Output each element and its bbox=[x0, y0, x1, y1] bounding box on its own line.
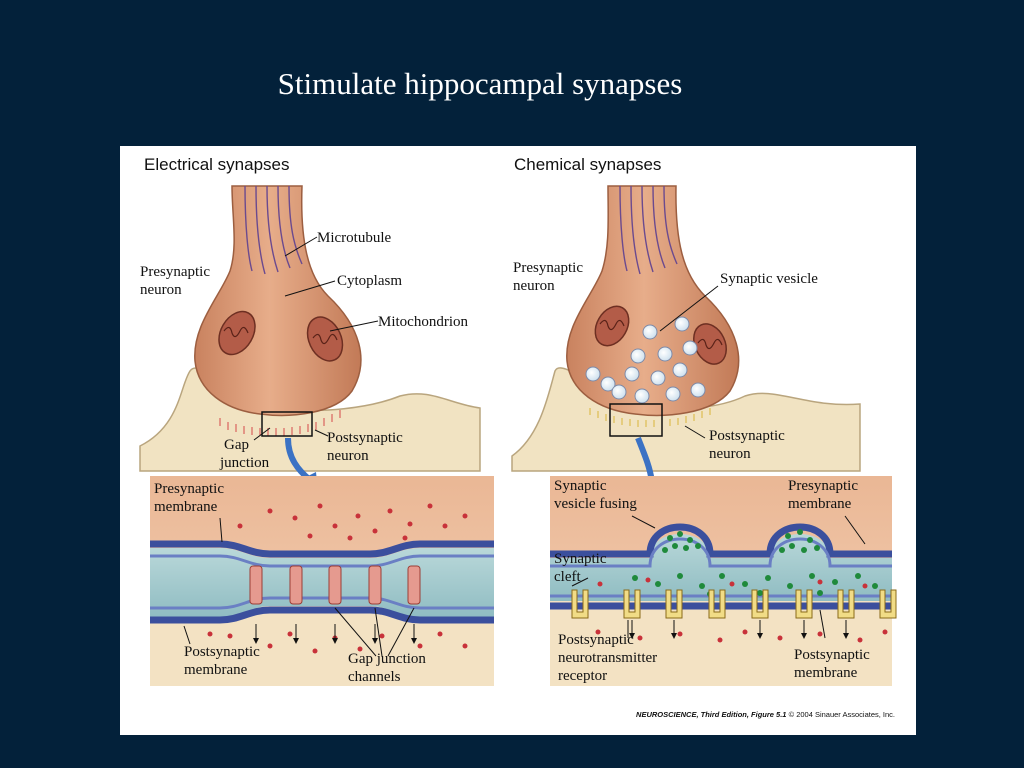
microtubule bbox=[244, 185, 303, 275]
label-postsynaptic-membrane: Postsynaptic bbox=[184, 644, 260, 660]
label-postsynaptic-neuron: neuron bbox=[327, 448, 369, 464]
slide-title: Stimulate hippocampal synapses bbox=[277, 66, 683, 101]
label-microtubule: Microtubule bbox=[317, 230, 391, 246]
label-synaptic-vesicle: Synaptic vesicle bbox=[720, 271, 818, 287]
inset-leader-lines bbox=[571, 515, 866, 639]
ion bbox=[595, 577, 888, 643]
ion bbox=[207, 503, 468, 654]
inset-leader-lines bbox=[183, 517, 415, 657]
label-presynaptic-neuron: Presynaptic bbox=[140, 264, 210, 280]
label-receptor: Postsynaptic bbox=[558, 632, 634, 648]
active-zone bbox=[589, 408, 711, 427]
label-postsynaptic-membrane: Postsynaptic bbox=[794, 647, 870, 663]
gap-junction-zoom-box bbox=[261, 411, 313, 437]
ion-flow-arrows bbox=[253, 624, 417, 644]
synapse-illustration: Electrical synapses Chemical synapses Pr… bbox=[139, 155, 897, 719]
synapse-zoom-box bbox=[609, 403, 663, 437]
chemical-heading: Chemical synapses bbox=[514, 155, 661, 174]
label-synaptic-vesicle-fusing: vesicle fusing bbox=[554, 496, 637, 512]
chemical-inset bbox=[550, 476, 897, 686]
label-presynaptic-neuron: neuron bbox=[140, 282, 182, 298]
label-presynaptic-neuron: neuron bbox=[513, 278, 555, 294]
neurotransmitter bbox=[632, 529, 878, 597]
mitochondrion-icon bbox=[594, 305, 727, 365]
label-postsynaptic-neuron: neuron bbox=[709, 446, 751, 462]
label-postsynaptic-membrane: membrane bbox=[794, 665, 858, 681]
chemical-leader-lines bbox=[659, 285, 719, 439]
neurotransmitter-receptor bbox=[571, 589, 897, 619]
label-presynaptic-membrane: Presynaptic bbox=[154, 481, 224, 497]
label-postsynaptic-neuron: Postsynaptic bbox=[327, 430, 403, 446]
electrical-inset bbox=[150, 476, 494, 686]
label-cytoplasm: Cytoplasm bbox=[337, 273, 402, 289]
label-postsynaptic-neuron: Postsynaptic bbox=[709, 428, 785, 444]
synapse-figure: Electrical synapses Chemical synapses Pr… bbox=[120, 146, 916, 735]
label-postsynaptic-membrane: membrane bbox=[184, 662, 248, 678]
label-receptor: neurotransmitter bbox=[558, 650, 657, 666]
label-gap-junction-channels: Gap junction bbox=[348, 651, 426, 667]
synaptic-vesicle-icon bbox=[585, 316, 706, 404]
label-mitochondrion: Mitochondrion bbox=[378, 314, 468, 330]
gap-junction-sites bbox=[219, 410, 341, 436]
gap-junction-channel bbox=[249, 565, 421, 605]
label-presynaptic-membrane: membrane bbox=[788, 496, 852, 512]
figure-credit-copyright: © 2004 Sinauer Associates, Inc. bbox=[789, 710, 895, 719]
electrical-leader-lines bbox=[253, 236, 379, 441]
label-receptor: receptor bbox=[558, 668, 607, 684]
electrical-presynaptic-neuron bbox=[194, 185, 362, 417]
figure-credit: NEUROSCIENCE, Third Edition, Figure 5.1 … bbox=[636, 710, 895, 719]
label-gap-junction: junction bbox=[219, 455, 270, 471]
label-presynaptic-membrane: Presynaptic bbox=[788, 478, 858, 494]
ion-flow-arrows bbox=[629, 620, 849, 639]
mitochondrion-icon bbox=[218, 310, 344, 362]
figure-credit-source: NEUROSCIENCE, Third Edition, Figure 5.1 bbox=[636, 710, 786, 719]
label-presynaptic-membrane: membrane bbox=[154, 499, 218, 515]
microtubule bbox=[619, 185, 678, 275]
label-gap-junction: Gap bbox=[224, 437, 249, 453]
label-presynaptic-neuron: Presynaptic bbox=[513, 260, 583, 276]
electrical-heading: Electrical synapses bbox=[144, 155, 290, 174]
label-synaptic-vesicle-fusing: Synaptic bbox=[554, 478, 607, 494]
label-synaptic-cleft: cleft bbox=[554, 569, 581, 585]
label-synaptic-cleft: Synaptic bbox=[554, 551, 607, 567]
label-gap-junction-channels: channels bbox=[348, 669, 401, 685]
